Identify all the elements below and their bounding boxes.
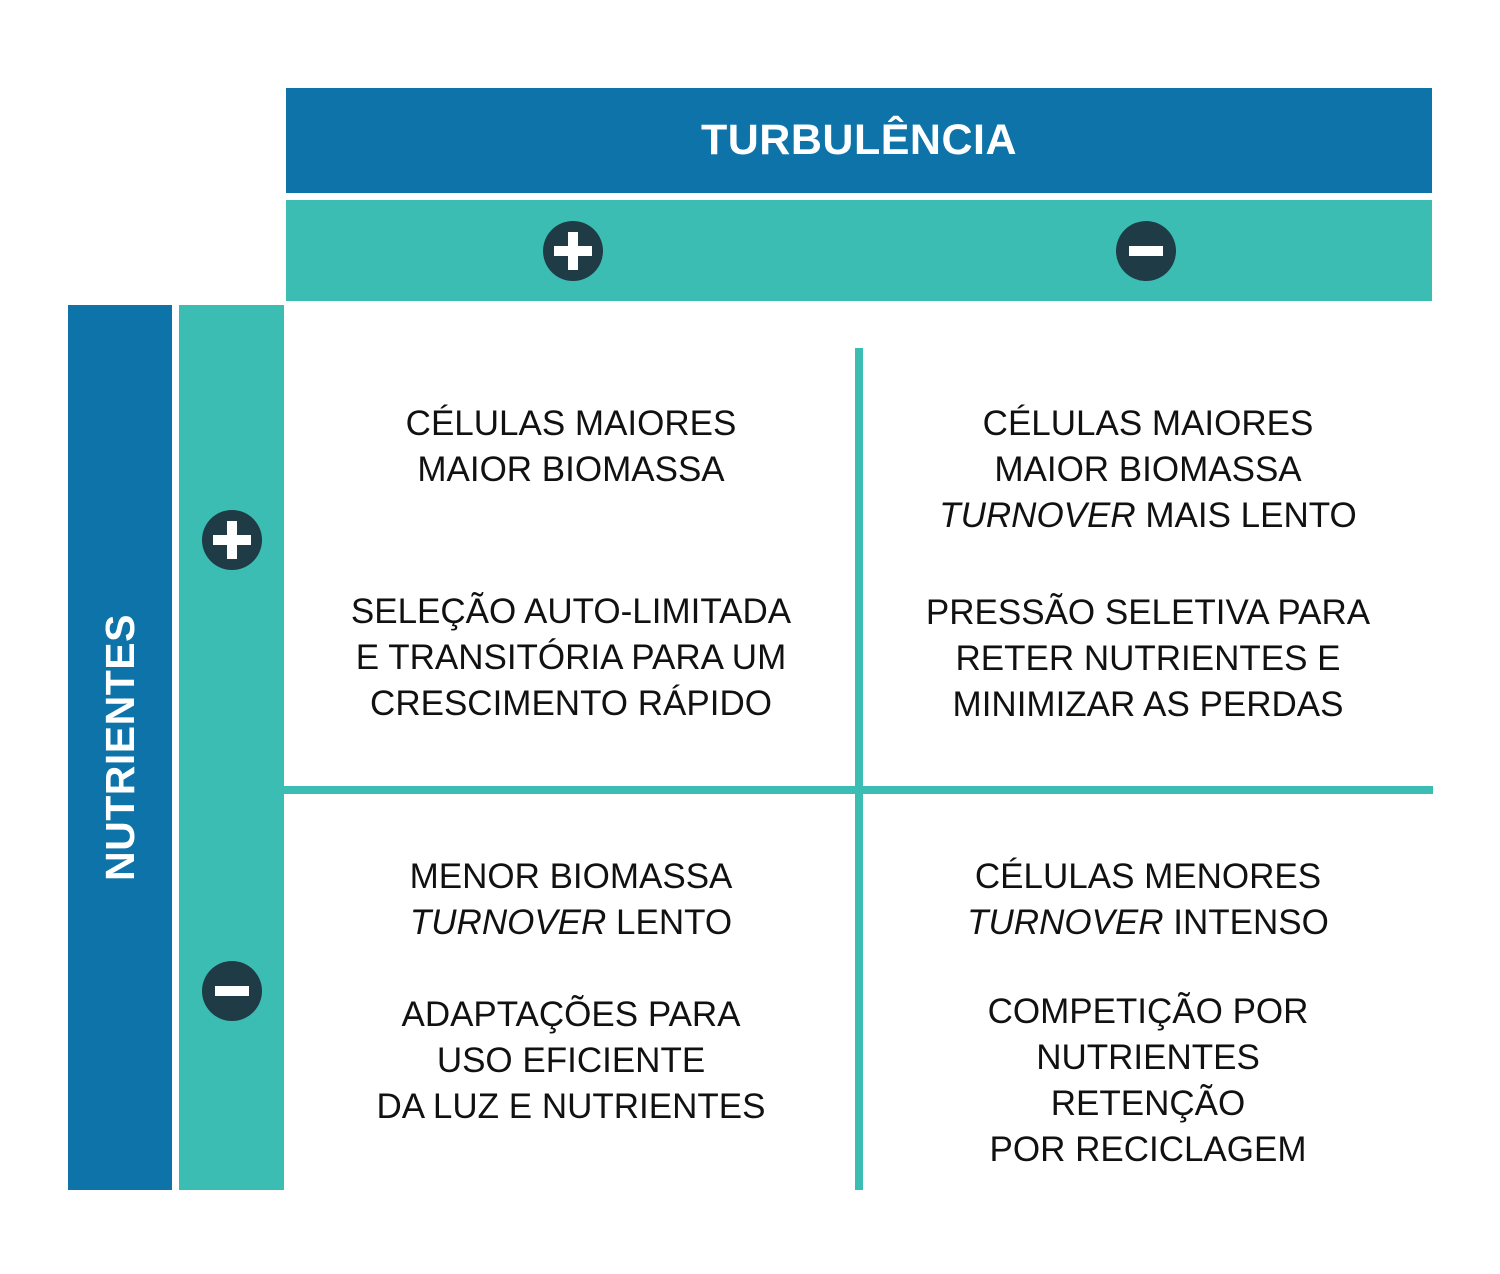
quadrant-line: USO EFICIENTE	[436, 1041, 706, 1080]
horizontal-divider	[284, 786, 1433, 794]
turbulence-plus-cell	[286, 200, 859, 301]
quadrant-line: MENOR BIOMASSA	[409, 857, 733, 896]
quadrant-text-block: COMPETIÇÃO POR NUTRIENTES RETENÇÃO POR RECI…	[863, 989, 1433, 1173]
nutrients-axis-header: NUTRIENTES	[68, 305, 172, 1190]
quadrant-line: TURNOVER LENTO	[409, 903, 733, 942]
quadrant-line: CÉLULAS MENORES	[974, 857, 1322, 896]
vertical-divider	[855, 348, 863, 1190]
quadrant-bottom-left: MENOR BIOMASSA TURNOVER LENTO ADAPTAÇÕES P…	[287, 794, 855, 1190]
quadrant-line: CÉLULAS MAIORES	[982, 404, 1314, 443]
quadrant-line: RETER NUTRIENTES E	[955, 639, 1341, 678]
quadrant-line: E TRANSITÓRIA PARA UM	[355, 638, 787, 677]
plus-glyph	[212, 521, 251, 559]
quadrant-top-right: CÉLULAS MAIORES MAIOR BIOMASSA TURNOVER MA…	[863, 301, 1433, 786]
quadrant-line: POR RECICLAGEM	[989, 1130, 1307, 1169]
quadrant-line: MAIOR BIOMASSA	[994, 450, 1302, 489]
quadrant-text-block: CÉLULAS MAIORES MAIOR BIOMASSA	[287, 401, 855, 493]
quadrant-line: MAIOR BIOMASSA	[417, 450, 725, 489]
turbulence-axis-header: TURBULÊNCIA	[286, 88, 1432, 193]
quadrant-text-block: CÉLULAS MENORES TURNOVER INTENSO	[863, 854, 1433, 946]
quadrant-line: RETENÇÃO	[1050, 1084, 1246, 1123]
quadrant-line: PRESSÃO SELETIVA PARA	[925, 593, 1371, 632]
quadrant-text-block: CÉLULAS MAIORES MAIOR BIOMASSA TURNOVER MA…	[863, 401, 1433, 539]
nutrients-axis-title: NUTRIENTES	[96, 614, 143, 881]
quadrant-text-block: SELEÇÃO AUTO-LIMITADA E TRANSITÓRIA PARA …	[287, 589, 855, 727]
quadrant-line: MINIMIZAR AS PERDAS	[952, 685, 1344, 724]
nutrients-sign-bar	[179, 305, 284, 1190]
plus-icon	[201, 510, 262, 570]
quadrant-text-block: ADAPTAÇÕES PARA USO EFICIENTE DA LUZ E NUT…	[287, 992, 855, 1130]
plus-icon	[542, 220, 603, 281]
minus-icon	[1115, 220, 1176, 281]
quadrant-top-left: CÉLULAS MAIORES MAIOR BIOMASSA SELEÇÃO AUT…	[287, 301, 855, 786]
quadrant-line: ADAPTAÇÕES PARA	[401, 995, 741, 1034]
quadrant-line: CRESCIMENTO RÁPIDO	[370, 684, 772, 723]
turbulence-minus-cell	[859, 200, 1432, 301]
quadrant-line: TURNOVER MAIS LENTO	[939, 496, 1357, 535]
quadrant-line: NUTRIENTES	[1036, 1038, 1260, 1077]
quadrant-bottom-right: CÉLULAS MENORES TURNOVER INTENSO COMPETIÇÃ…	[863, 794, 1433, 1190]
quadrant-line: TURNOVER INTENSO	[967, 903, 1329, 942]
quadrant-text-block: MENOR BIOMASSA TURNOVER LENTO	[287, 854, 855, 946]
minus-glyph	[1128, 245, 1163, 256]
quadrant-line: COMPETIÇÃO POR	[987, 992, 1309, 1031]
turbulence-sign-bar	[286, 200, 1432, 301]
quadrant-line: CÉLULAS MAIORES	[405, 404, 737, 443]
quadrant-text-block: PRESSÃO SELETIVA PARA RETER NUTRIENTES E M…	[863, 590, 1433, 728]
minus-glyph	[214, 986, 249, 996]
quadrant-line: SELEÇÃO AUTO-LIMITADA	[350, 592, 792, 631]
quadrant-line: DA LUZ E NUTRIENTES	[376, 1087, 766, 1126]
minus-icon	[201, 961, 262, 1021]
plus-glyph	[553, 231, 592, 270]
turbulence-axis-title: TURBULÊNCIA	[700, 116, 1018, 164]
